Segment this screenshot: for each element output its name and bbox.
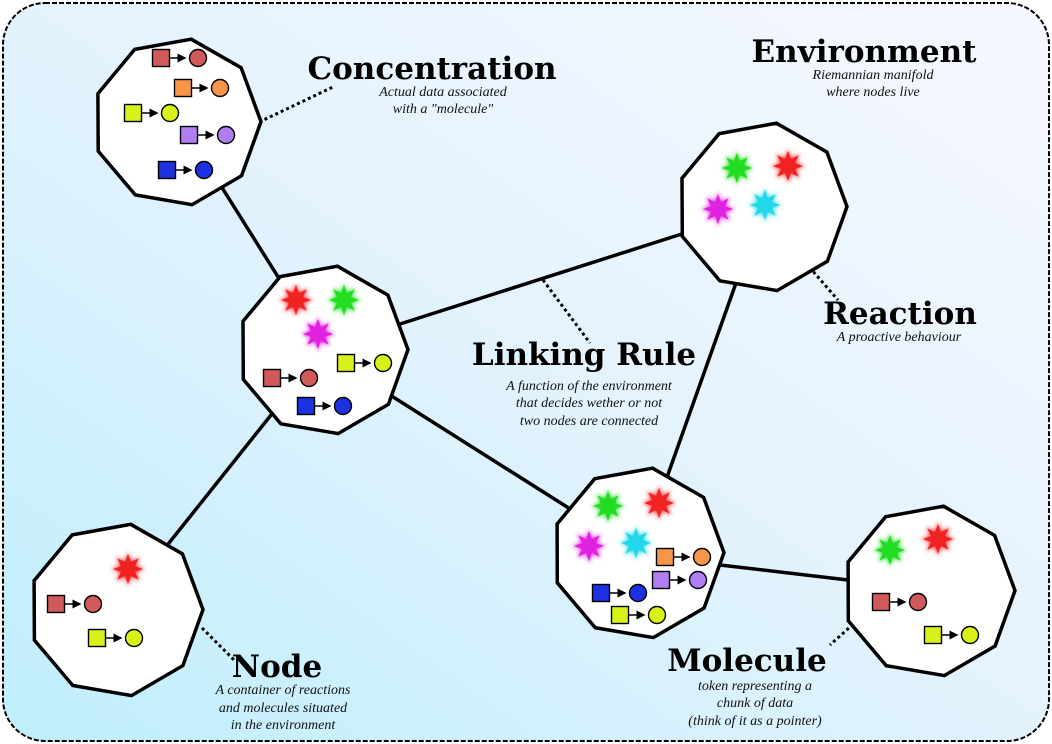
molecule-pointer-icon [591, 583, 648, 603]
molecule-pointer-icon [151, 48, 208, 68]
reaction-star-icon [591, 489, 625, 523]
label-concentration: Concentration Actual data associated wit… [307, 51, 556, 117]
reaction-star-icon [619, 526, 653, 560]
edge [163, 408, 277, 550]
edge [219, 185, 282, 281]
node-top-right [680, 121, 849, 293]
label-environment: Environment Riemannian manifold where no… [752, 34, 978, 100]
linking-rule-desc-line-2: that decides wether or not [516, 396, 663, 411]
molecule-pointer-icon [262, 368, 319, 388]
node-bottom-left [32, 522, 205, 698]
label-linking-rule: Linking Rule A function of the environme… [472, 337, 696, 429]
environment-title: Environment [752, 34, 978, 70]
reaction-star-icon [111, 552, 145, 586]
node-boundary [241, 264, 410, 436]
reaction-star-icon [748, 188, 782, 222]
molecule-pointer-icon [173, 78, 230, 98]
molecule-pointer-icon [46, 594, 103, 614]
molecule-pointer-icon [651, 570, 708, 590]
molecule-pointer-icon [655, 547, 712, 567]
reaction-star-icon [873, 533, 907, 567]
reaction-star-icon [279, 283, 313, 317]
molecule-pointer-icon [336, 353, 393, 373]
reaction-star-icon [301, 317, 335, 351]
node-bottom-center [555, 466, 726, 640]
concentration-desc-line-2: with a "molecule" [393, 102, 494, 117]
label-node: Node A container of reactions and molecu… [215, 649, 351, 733]
edge [389, 393, 576, 514]
molecule-pointer-icon [87, 628, 144, 648]
linking-rule-desc-line-3: two nodes are connected [520, 414, 659, 429]
label-molecule: Molecule token representing a chunk of d… [667, 643, 826, 729]
node-boundary [96, 37, 263, 207]
leader-line [768, 221, 840, 301]
edges [163, 185, 849, 582]
molecule-pointer-icon [157, 160, 214, 180]
node-desc-line-1: A container of reactions [215, 683, 351, 698]
node-title: Node [232, 649, 322, 685]
concentration-desc-line-1: Actual data associated [378, 85, 508, 100]
reaction-star-icon [642, 486, 676, 520]
node-desc-line-2: and molecules situated [219, 701, 348, 716]
molecule-pointer-icon [123, 103, 180, 123]
reaction-star-icon [771, 149, 805, 183]
linking-rule-title: Linking Rule [472, 337, 696, 373]
molecule-desc-line-2: chunk of data [717, 696, 793, 711]
nodes [32, 37, 1017, 698]
molecule-desc-line-1: token representing a [698, 679, 812, 694]
node-bottom-right [846, 504, 1017, 678]
environment-desc-line-2: where nodes live [826, 85, 920, 100]
reaction-desc-line-1: A proactive behaviour [836, 330, 962, 345]
molecule-pointer-icon [179, 125, 236, 145]
reaction-star-icon [720, 151, 754, 185]
node-top-left [96, 37, 263, 207]
edge [719, 563, 849, 582]
reaction-star-icon [327, 283, 361, 317]
reaction-star-icon [701, 192, 735, 226]
leader-line [541, 279, 592, 344]
node-center [241, 264, 410, 436]
linking-rule-desc-line-1: A function of the environment [505, 379, 673, 394]
label-reaction: Reaction A proactive behaviour [823, 296, 977, 345]
edge [399, 230, 689, 326]
molecule-pointer-icon [296, 396, 353, 416]
molecule-pointer-icon [923, 625, 980, 645]
reaction-title: Reaction [823, 296, 977, 332]
node-boundary [32, 522, 205, 698]
reaction-star-icon [572, 529, 606, 563]
leader-line [828, 598, 882, 647]
leader-line [200, 626, 236, 662]
concentration-title: Concentration [307, 51, 556, 87]
environment-desc-line-1: Riemannian manifold [812, 68, 935, 83]
molecule-pointer-icon [871, 592, 928, 612]
edge [664, 282, 738, 481]
node-desc-line-3: in the environment [231, 718, 337, 733]
molecule-title: Molecule [667, 643, 826, 679]
reaction-star-icon [921, 522, 955, 556]
molecule-pointer-icon [610, 605, 667, 625]
molecule-desc-line-3: (think of it as a pointer) [688, 714, 822, 729]
